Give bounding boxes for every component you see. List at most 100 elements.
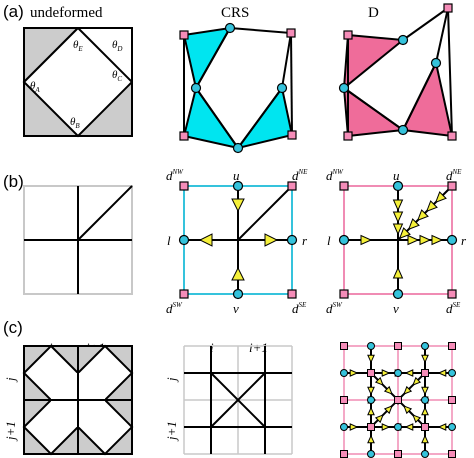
d-panel-top-left xyxy=(342,33,406,91)
b-cyan-diagonal xyxy=(237,185,293,241)
crs-node-top xyxy=(224,22,236,34)
c3-edge-node xyxy=(367,342,375,350)
row-b: (b) u v l xyxy=(3,168,467,316)
row-c: (c) i i+1 j j+1 i i+1 j j+1 xyxy=(3,318,456,458)
d-right-edge xyxy=(447,7,453,137)
b-pink-node-v xyxy=(392,288,404,300)
triangle-arrow-icon xyxy=(360,234,373,246)
b-cyan-label-dnw: dNW xyxy=(166,168,184,183)
panel-c-tag: (c) xyxy=(3,318,23,337)
triangle-arrow-icon xyxy=(231,266,245,281)
c3-corner-node xyxy=(394,342,402,350)
c3-edge-node xyxy=(448,423,456,431)
d-corner-ne xyxy=(443,3,453,13)
c3-corner-node xyxy=(340,396,348,404)
theta-c-label: θC xyxy=(112,69,122,83)
triangle-arrow-icon xyxy=(374,376,384,386)
c3-edge-node xyxy=(367,450,375,458)
crs-panel-bottom-right xyxy=(235,85,294,150)
b-pink-label-dse: dSE xyxy=(446,301,461,316)
c2-crease-line xyxy=(210,372,266,428)
b-pink-label-dne: dNE xyxy=(446,168,462,183)
c3-corner-node xyxy=(448,342,456,350)
b-cyan-corner-sw xyxy=(179,289,189,299)
b-cyan-label-dse: dSE xyxy=(292,301,307,316)
crs-node-bottom xyxy=(232,142,244,154)
triangle-arrow-icon xyxy=(231,198,245,213)
triangle-arrow-icon xyxy=(383,385,393,395)
c3-edge-node xyxy=(448,369,456,377)
crs-right-edge xyxy=(290,32,293,136)
c3-corner-node xyxy=(340,450,348,458)
triangle-arrow-icon xyxy=(404,423,414,431)
d-corner-sw xyxy=(343,131,353,141)
triangle-arrow-icon xyxy=(403,405,413,415)
c2-label-j: j xyxy=(164,377,179,383)
c3-grid xyxy=(340,342,456,458)
theta-a-label: θA xyxy=(30,80,40,94)
crs-corner-nw xyxy=(179,30,189,40)
theta-e-label: θE xyxy=(73,39,83,53)
crs-corner-se xyxy=(287,130,297,140)
b-cyan-node-u xyxy=(232,180,244,192)
b-cyan-label-dsw: dSW xyxy=(166,301,183,316)
b-pink-label-l: l xyxy=(327,233,331,248)
triangle-arrow-icon xyxy=(349,369,359,377)
triangle-arrow-icon xyxy=(398,227,411,240)
b-pink-label-v: v xyxy=(393,301,399,316)
b-cyan-node-l xyxy=(178,234,190,246)
b-pink-label-r: r xyxy=(461,233,467,248)
b-pink-corner-se xyxy=(447,289,457,299)
d-node-bottom xyxy=(397,124,409,136)
b-pink-node-l xyxy=(338,234,350,246)
triangle-arrow-icon xyxy=(367,386,375,396)
c3-corner-node xyxy=(448,450,456,458)
c3-corner-node xyxy=(367,369,375,377)
d-title: D xyxy=(368,5,379,21)
crs-panel-top-left xyxy=(182,26,232,91)
c3-corner-node xyxy=(448,396,456,404)
d-corner-nw xyxy=(343,30,353,40)
triangle-arrow-icon xyxy=(374,414,384,424)
b-cyan-label-v: v xyxy=(233,301,239,316)
c2-grid xyxy=(183,345,293,455)
triangle-arrow-icon xyxy=(349,423,359,431)
crs-panel-bottom-left xyxy=(182,85,241,150)
c1-label-j: j xyxy=(3,377,18,383)
triangle-arrow-icon xyxy=(383,405,393,415)
triangle-arrow-icon xyxy=(198,233,213,247)
panel-a-tag: (a) xyxy=(3,2,24,21)
triangle-arrow-icon xyxy=(412,376,422,386)
crs-corner-ne xyxy=(286,28,296,38)
crs-corner-sw xyxy=(179,131,189,141)
triangle-arrow-icon xyxy=(367,354,375,364)
triangle-arrow-icon xyxy=(421,406,429,416)
c3-corner-node xyxy=(394,450,402,458)
c3-edge-node xyxy=(394,423,402,431)
d-deformed-cell xyxy=(338,3,457,141)
b-cyan-label-r: r xyxy=(302,233,308,248)
crs-outline xyxy=(194,27,293,150)
triangle-arrow-icon xyxy=(431,234,444,246)
undeformed-unit-cell: θE θD θA θC θB xyxy=(22,27,133,138)
triangle-arrow-icon xyxy=(421,434,429,444)
b-pink-label-u: u xyxy=(393,168,400,183)
c3-corner-node xyxy=(421,423,429,431)
triangle-arrow-icon xyxy=(407,234,420,246)
triangle-arrow-icon xyxy=(392,211,404,224)
b-cyan-label-u: u xyxy=(233,168,240,183)
triangle-arrow-icon xyxy=(416,209,429,222)
undeformed-title: undeformed xyxy=(30,5,103,21)
c3-edge-node xyxy=(421,342,429,350)
d-panel-bottom-right xyxy=(401,59,454,138)
triangle-arrow-icon xyxy=(403,385,413,395)
b-cyan-node-v xyxy=(232,288,244,300)
b-pink-corner-nw xyxy=(339,181,349,191)
b-pink-arrows xyxy=(360,191,447,279)
b-cyan-node-r xyxy=(286,234,298,246)
c2-label-i1: i+1 xyxy=(249,340,268,355)
triangle-arrow-icon xyxy=(392,266,404,279)
triangle-arrow-icon xyxy=(412,414,422,424)
c3-corner-node xyxy=(394,396,402,404)
c1-label-j1: j+1 xyxy=(3,421,18,442)
